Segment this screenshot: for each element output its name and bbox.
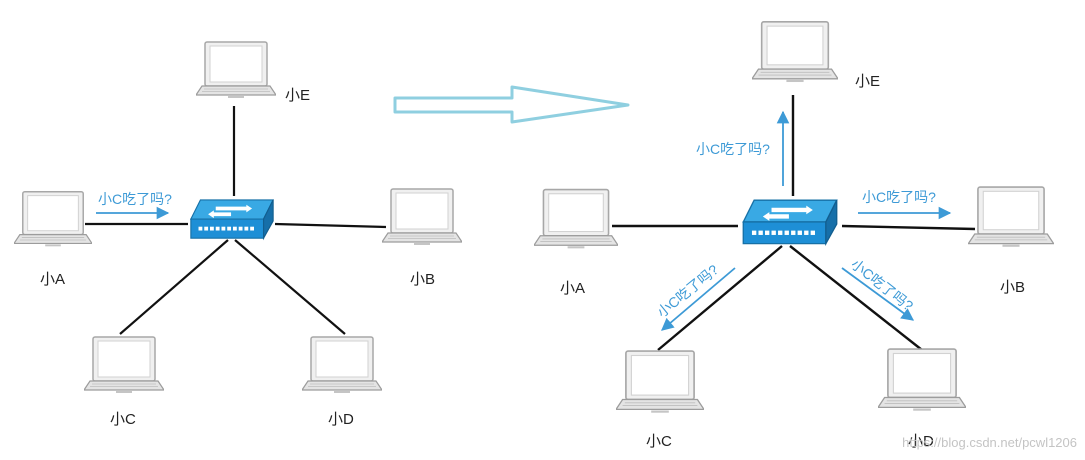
right-laptop-e <box>752 21 838 83</box>
left-laptop-b <box>382 188 462 246</box>
left-label-e: 小E <box>285 87 310 104</box>
right-label-c: 小C <box>646 433 672 450</box>
transition-arrow-icon <box>393 85 630 124</box>
left-label-d: 小D <box>328 411 354 428</box>
left-switch-icon <box>190 199 274 239</box>
left-label-a: 小A <box>40 271 65 288</box>
right-laptop-d <box>878 348 966 412</box>
right-switch-icon <box>742 199 838 245</box>
right-label-e: 小E <box>855 73 880 90</box>
left-wire-c <box>119 239 229 335</box>
right-label-b: 小B <box>1000 279 1025 296</box>
right-laptop-b <box>968 186 1054 248</box>
left-message: 小C吃了吗? <box>98 191 172 207</box>
right-message-to-d: 小C吃了吗? <box>848 256 916 314</box>
left-laptop-e <box>196 41 276 99</box>
right-wire-b <box>841 224 976 231</box>
right-message-to-c: 小C吃了吗? <box>654 261 722 320</box>
right-label-a: 小A <box>560 280 585 297</box>
right-wire-c <box>657 245 783 351</box>
left-topology: 小E 小A 小B 小C 小D 小C吃了吗? <box>14 41 462 428</box>
right-topology: 小E 小A 小B 小C 小D 小C吃了吗? 小C吃了吗? 小C吃了吗? 小C吃了… <box>534 21 1054 450</box>
watermark: https://blog.csdn.net/pcwl1206 <box>902 435 1077 450</box>
right-laptop-c <box>616 350 704 414</box>
right-laptop-a <box>534 188 618 250</box>
left-wires <box>85 106 387 335</box>
left-wire-d <box>234 239 346 335</box>
left-label-b: 小B <box>410 271 435 288</box>
left-label-c: 小C <box>110 411 136 428</box>
right-arrow-to-c <box>661 267 736 331</box>
left-laptop-d <box>302 336 382 394</box>
right-wire-d <box>789 245 923 351</box>
right-label-d: 小D <box>908 433 934 450</box>
left-laptop-a <box>14 190 92 248</box>
left-wire-b <box>274 222 387 229</box>
left-laptop-c <box>84 336 164 394</box>
right-message-to-b: 小C吃了吗? <box>862 189 936 205</box>
right-wires <box>612 95 976 351</box>
right-arrow-to-d <box>841 267 915 321</box>
right-message-to-e: 小C吃了吗? <box>696 141 770 157</box>
